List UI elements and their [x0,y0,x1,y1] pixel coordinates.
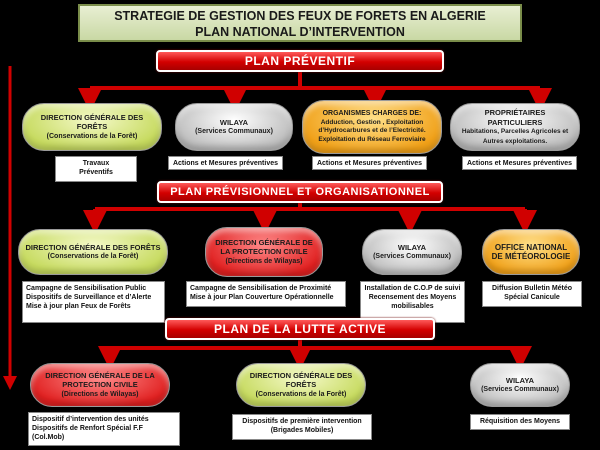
actor-wilaya-lutte: WILAYA (Services Communaux) [470,363,570,407]
actor-dgf-preventif: DIRECTION GÉNÉRALE DES FORÊTS (Conservat… [22,103,162,151]
actor-dgpc-previsionnel: DIRECTION GÉNÉRALE DE LA PROTECTION CIVI… [205,227,323,277]
note-line: Diffusion Bulletin Météo [491,285,573,292]
note-dgpc-lutte: Dispositif d’intervention des unités Dis… [28,412,180,446]
actor-subtitle: (Services Communaux) [373,253,451,260]
actor-title: DIRECTION GÉNÉRALE DES FORÊTS [40,112,144,132]
actor-subtitle: (Services Communaux) [195,128,273,135]
actor-subtitle: Habitations, Parcelles Agricoles et Autr… [461,128,569,145]
note-line: Préventifs [79,169,113,176]
banner-plan-lutte-active: PLAN DE LA LUTTE ACTIVE [165,318,435,340]
note-line: Réquisition des Moyens [479,418,561,425]
note-line: Dispositifs de Renfort Spécial F.F [32,425,143,432]
actor-subtitle: (Directions de Wilayas) [225,257,303,265]
note-line: Travaux [82,160,110,167]
note-line: Campagne de Sensibilisation Public [26,285,147,292]
note-line: Actions et Mesures préventives [466,160,573,167]
actor-subtitle: (Conservations de la Forêt) [47,253,139,260]
actor-title: WILAYA [219,117,249,127]
banner-plan-previsionnel: PLAN PRÉVISIONNEL ET ORGANISATIONNEL [157,181,443,203]
actor-subtitle: (Directions de Wilayas) [61,390,139,398]
note-wilaya-lutte: Réquisition des Moyens [470,414,570,430]
actor-organismes-preventif: ORGANISMES CHARGES DE: Adduction, Gestio… [302,100,442,154]
actor-subtitle: (Conservations de la Forêt) [46,132,138,140]
note-wilaya-previsionnel: Installation de C.O.P de suivi Recenseme… [360,281,465,323]
title-line-2: PLAN NATIONAL D’INTERVENTION [195,25,405,39]
title-line-1: STRATEGIE DE GESTION DES FEUX DE FORETS … [114,9,486,23]
actor-title: DIRECTION GÉNÉRALE DE LA PROTECTION CIVI… [45,370,155,390]
actor-meteo-previsionnel: OFFICE NATIONAL DE MÉTÉOROLOGIE [482,229,580,275]
actor-title: ORGANISMES CHARGES DE: [322,110,422,117]
note-line: Dispositifs de Surveillance et d’Alerte [26,294,152,301]
note-line: Recensement des Moyens mobilisables [368,294,457,310]
note-line: (Col.Mob) [32,434,65,441]
note-dgf-previsionnel: Campagne de Sensibilisation Public Dispo… [22,281,165,323]
note-organismes-preventif: Actions et Mesures préventives [312,156,427,170]
note-wilaya-preventif: Actions et Mesures préventives [168,156,283,170]
note-line: (Brigades Mobiles) [270,427,334,434]
note-dgf-preventif: Travaux Préventifs [55,156,137,182]
note-line: Installation de C.O.P de suivi [364,285,461,292]
note-dgf-lutte: Dispositifs de première intervention (Br… [232,414,372,440]
note-line: Campagne de Sensibilisation de Proximité [190,285,332,292]
actor-title: DIRECTION GÉNÉRALE DES FORÊTS [25,242,161,252]
note-dgpc-previsionnel: Campagne de Sensibilisation de Proximité… [186,281,346,307]
main-title: STRATEGIE DE GESTION DES FEUX DE FORETS … [78,4,522,42]
actor-wilaya-preventif: WILAYA (Services Communaux) [175,103,293,151]
actor-subtitle: (Conservations de la Forêt) [255,390,347,398]
note-line: Dispositifs de première intervention [242,418,362,425]
actor-dgf-lutte: DIRECTION GÉNÉRALE DES FORÊTS (Conservat… [236,363,366,407]
actor-title: WILAYA [505,375,535,385]
banner-plan-preventif: PLAN PRÉVENTIF [156,50,444,72]
note-line: Mise à jour Plan Couverture Opérationnel… [190,294,334,301]
actor-title: OFFICE NATIONAL DE MÉTÉOROLOGIE [491,242,571,262]
actor-subtitle: (Services Communaux) [481,386,559,393]
actor-title: DIRECTION GÉNÉRALE DE LA PROTECTION CIVI… [215,237,313,257]
actor-title: PROPRIÉTAIRES PARTICULIERS [484,108,546,127]
actor-dgpc-lutte: DIRECTION GÉNÉRALE DE LA PROTECTION CIVI… [30,363,170,407]
actor-wilaya-previsionnel: WILAYA (Services Communaux) [362,229,462,275]
actor-dgf-previsionnel: DIRECTION GÉNÉRALE DES FORÊTS (Conservat… [18,229,168,275]
note-line: Actions et Mesures préventives [172,160,279,167]
note-meteo-previsionnel: Diffusion Bulletin Météo Spécial Canicul… [482,281,582,307]
note-line: Dispositif d’intervention des unités [32,416,149,423]
note-line: Spécial Canicule [504,294,560,301]
note-proprietaires-preventif: Actions et Mesures préventives [462,156,577,170]
note-line: Mise à jour plan Feux de Forêts [26,303,131,310]
note-line: Actions et Mesures préventives [316,160,423,167]
actor-subtitle: Adduction, Gestion , Exploitation d’Hydr… [318,118,426,143]
actor-proprietaires-preventif: PROPRIÉTAIRES PARTICULIERS Habitations, … [450,103,580,151]
actor-title: DIRECTION GÉNÉRALE DES FORÊTS [249,370,353,390]
actor-title: WILAYA [397,242,427,252]
